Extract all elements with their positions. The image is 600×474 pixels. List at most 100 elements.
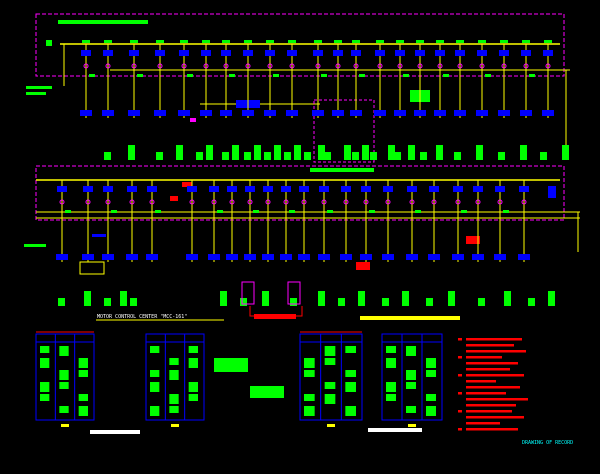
ct-symbol <box>431 199 437 205</box>
equipment-block <box>448 291 455 306</box>
ct-symbol <box>545 63 551 69</box>
upper-title-block <box>58 20 148 24</box>
motor-starter <box>374 110 386 116</box>
ct-symbol <box>247 199 253 205</box>
breaker <box>227 186 237 192</box>
bucket-unit <box>345 346 356 353</box>
equipment-block <box>128 145 135 160</box>
breaker <box>477 50 487 56</box>
motor-starter <box>178 110 190 116</box>
breaker <box>57 186 67 192</box>
equipment-block <box>156 152 163 160</box>
note-number <box>458 356 462 359</box>
breaker <box>495 186 505 192</box>
breaker <box>351 50 361 56</box>
equipment-block <box>426 298 433 306</box>
motor-starter <box>454 110 466 116</box>
feeder-tag <box>436 40 444 43</box>
equipment-block <box>402 291 409 306</box>
aux-tag <box>137 74 143 77</box>
mid-green-block-2 <box>250 386 284 398</box>
panel-tag <box>171 424 179 427</box>
ct-symbol <box>343 199 349 205</box>
motor-starter <box>350 110 362 116</box>
panel-outline <box>145 333 205 421</box>
feeder-tag <box>334 40 342 43</box>
equipment-block <box>548 291 555 306</box>
note-line <box>466 422 500 425</box>
equipment-block <box>504 291 511 306</box>
note-line <box>466 350 526 353</box>
lower-equipment-row <box>58 291 555 306</box>
breaker <box>187 186 197 192</box>
upper-frame <box>35 13 565 77</box>
note-line <box>466 392 506 395</box>
breaker <box>499 50 509 56</box>
equipment-block <box>420 152 427 160</box>
breaker <box>201 50 211 56</box>
equipment-block <box>370 152 377 160</box>
motor-starter <box>476 110 488 116</box>
motor-starter <box>280 254 292 260</box>
note-line <box>466 380 496 383</box>
breaker <box>103 186 113 192</box>
ct-symbol <box>265 199 271 205</box>
ct-symbol <box>229 199 235 205</box>
breaker <box>313 50 323 56</box>
ct-symbol <box>475 199 481 205</box>
ct-symbol <box>417 63 423 69</box>
drawing-of-record-stamp: DRAWING OF RECORD <box>522 440 574 446</box>
equipment-block <box>358 291 365 306</box>
equipment-block <box>382 298 389 306</box>
breaker <box>453 186 463 192</box>
bucket-unit <box>324 346 336 356</box>
motor-starter <box>242 110 254 116</box>
upper-feeder-group <box>80 40 554 118</box>
aux-tag <box>289 210 295 213</box>
bucket-unit <box>324 382 336 389</box>
note-line <box>466 428 518 431</box>
motor-starter <box>332 110 344 116</box>
motor-starter <box>126 254 138 260</box>
equipment-block <box>520 145 527 160</box>
feeder-tag <box>376 40 384 43</box>
ct-symbol <box>409 199 415 205</box>
aux-tag <box>253 210 259 213</box>
bucket-unit <box>78 358 88 368</box>
motor-starter <box>434 110 446 116</box>
motor-starter <box>200 110 212 116</box>
bucket-unit <box>40 382 50 392</box>
lower-feeder-group <box>56 180 530 262</box>
breaker <box>455 50 465 56</box>
bucket-unit <box>426 394 436 401</box>
equipment-block <box>304 152 311 160</box>
note-number <box>458 428 462 431</box>
lower-red-block-3 <box>466 236 480 244</box>
note-line <box>466 398 528 401</box>
equipment-block <box>388 145 395 160</box>
equipment-block <box>176 145 183 160</box>
aux-tag <box>273 74 279 77</box>
motor-starter <box>208 254 220 260</box>
equipment-block <box>324 152 331 160</box>
ct-symbol <box>523 63 529 69</box>
note-line <box>466 344 514 347</box>
breaker <box>245 186 255 192</box>
equipment-block <box>254 145 261 160</box>
upper-equipment-row <box>104 145 569 160</box>
ct-symbol <box>223 63 229 69</box>
feeder-tag <box>130 40 138 43</box>
breaker <box>429 186 439 192</box>
equipment-block <box>130 298 137 306</box>
motor-starter <box>414 110 426 116</box>
breaker <box>299 186 309 192</box>
motor-starter <box>102 110 114 116</box>
equipment-block <box>240 298 247 306</box>
panel-outline <box>299 333 363 421</box>
panel-label-1 <box>90 430 140 434</box>
equipment-block <box>528 298 535 306</box>
equipment-block <box>476 145 483 160</box>
bucket-unit <box>59 382 69 389</box>
motor-starter <box>244 254 256 260</box>
